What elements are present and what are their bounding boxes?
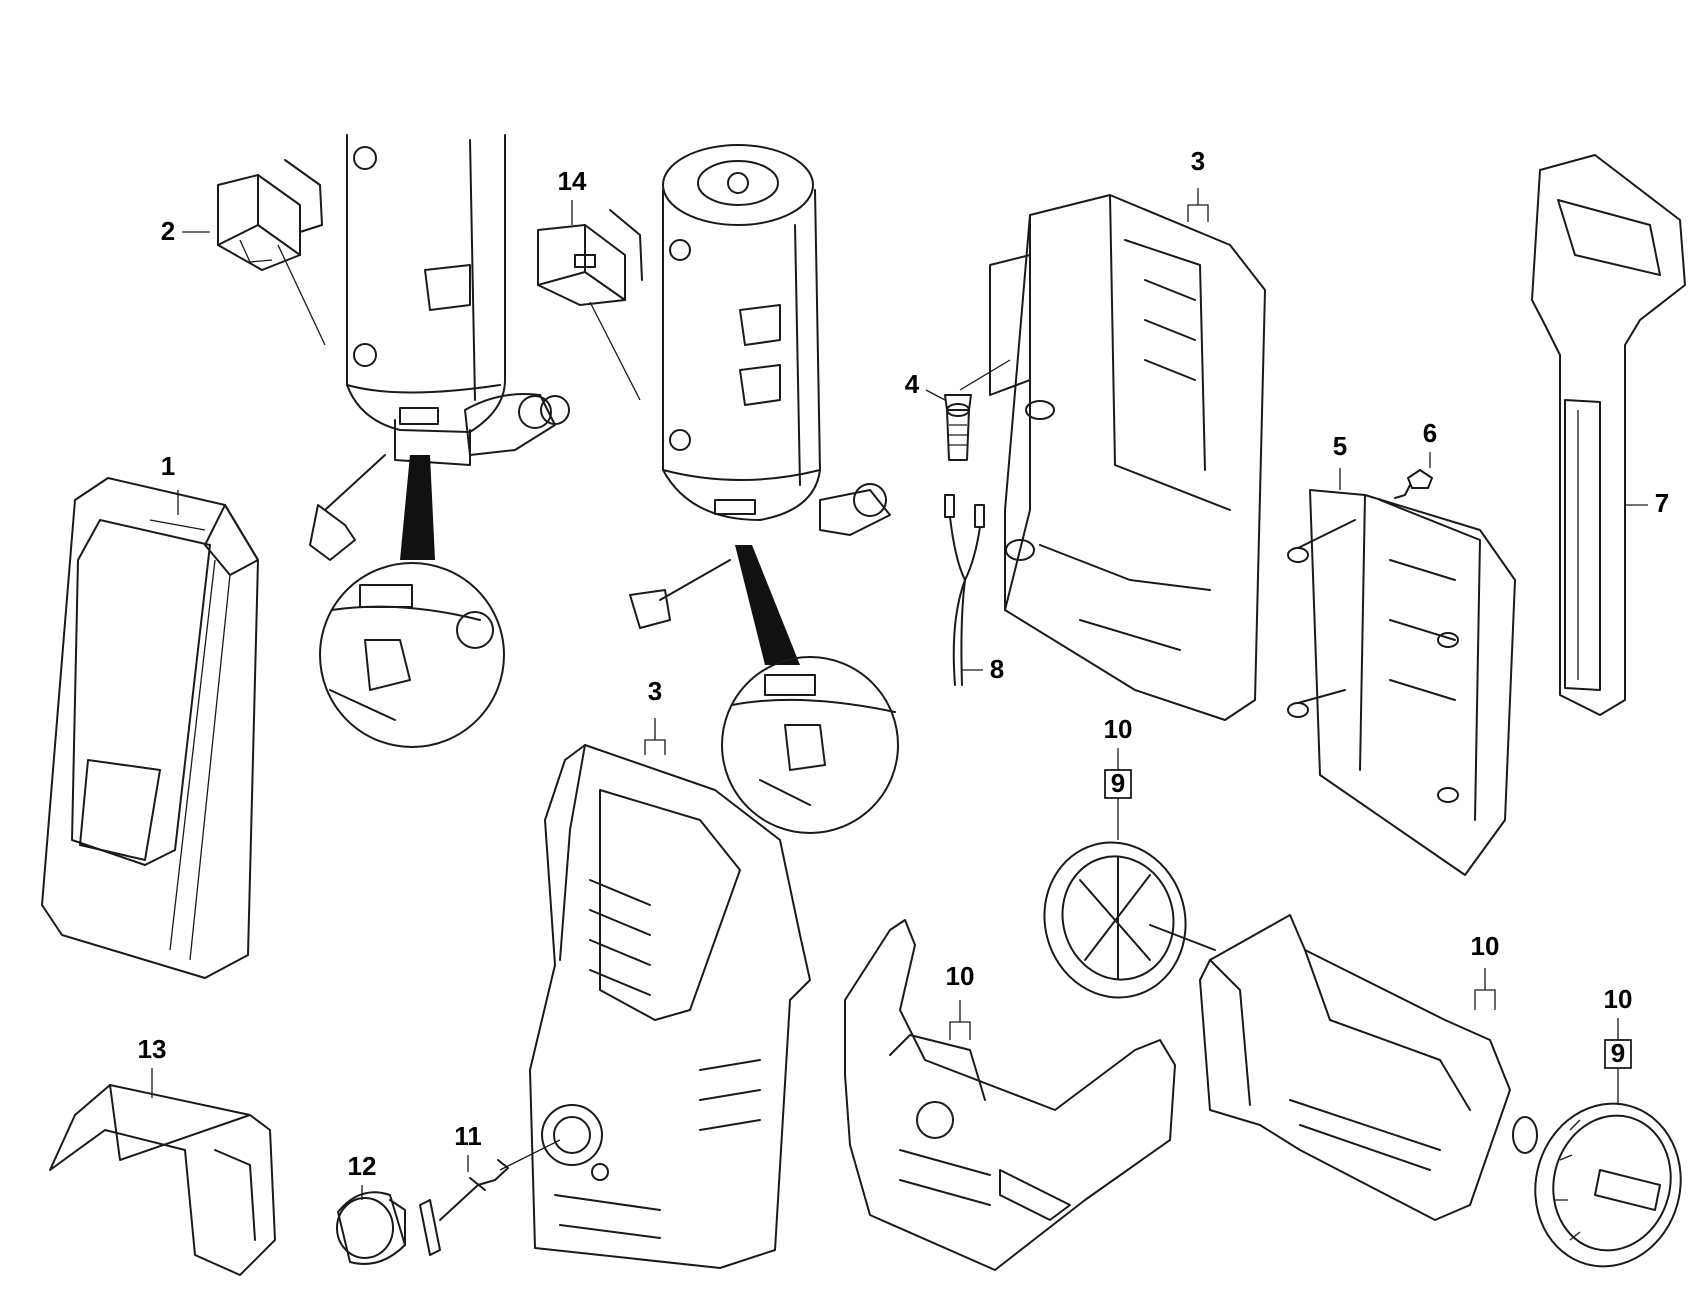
part-12-knob xyxy=(336,1191,406,1265)
callout-3-top: 3 xyxy=(1187,146,1209,222)
part-4-connector xyxy=(944,394,972,461)
detail-circle-left xyxy=(319,455,505,748)
svg-text:6: 6 xyxy=(1423,418,1437,448)
svg-text:8: 8 xyxy=(990,654,1004,684)
callout-1: 1 xyxy=(161,451,179,515)
callout-2: 2 xyxy=(161,216,326,346)
svg-text:5: 5 xyxy=(1333,431,1347,461)
svg-text:9: 9 xyxy=(1611,1038,1625,1068)
callout-8: 8 xyxy=(962,654,1004,684)
callout-10-9-upper: 10 9 xyxy=(1104,714,1133,840)
callout-7: 7 xyxy=(1625,488,1669,518)
svg-text:10: 10 xyxy=(1471,931,1500,961)
svg-text:7: 7 xyxy=(1655,488,1669,518)
callout-6: 6 xyxy=(1423,418,1437,468)
callout-11: 11 xyxy=(454,1121,561,1172)
svg-text:9: 9 xyxy=(1111,768,1125,798)
svg-text:11: 11 xyxy=(454,1121,482,1151)
callout-5: 5 xyxy=(1333,431,1347,490)
part-3-rear-housing xyxy=(989,194,1266,721)
part-2-switch xyxy=(217,159,323,271)
svg-text:2: 2 xyxy=(161,216,175,246)
motor-pump-assembly-right xyxy=(629,144,891,629)
part-10-wheel-upper xyxy=(1043,841,1216,999)
svg-text:3: 3 xyxy=(1191,146,1205,176)
svg-text:14: 14 xyxy=(558,166,587,196)
part-10-wheel-chassis xyxy=(1199,914,1538,1221)
part-7-handle xyxy=(1531,154,1686,716)
part-10-base-middle xyxy=(844,919,1176,1271)
part-14-switch xyxy=(537,209,643,306)
detail-circle-right xyxy=(721,545,899,834)
part-5-bracket xyxy=(1287,489,1516,876)
callout-10-chassis: 10 xyxy=(1471,931,1500,1010)
svg-text:3: 3 xyxy=(648,676,662,706)
part-6-screw xyxy=(1394,469,1433,499)
callout-4: 4 xyxy=(905,359,1011,401)
part-11-lever xyxy=(419,1159,509,1256)
part-1-front-cover xyxy=(41,477,259,979)
svg-text:10: 10 xyxy=(1104,714,1133,744)
callout-14: 14 xyxy=(558,166,641,401)
callout-13: 13 xyxy=(138,1034,167,1098)
part-10-wheel-lower xyxy=(1534,1102,1682,1268)
svg-text:12: 12 xyxy=(348,1151,377,1181)
svg-text:10: 10 xyxy=(946,961,975,991)
part-13-hose-guide xyxy=(49,1084,276,1276)
part-3-front-housing xyxy=(529,744,811,1269)
motor-pump-assembly-left xyxy=(309,134,570,561)
svg-text:1: 1 xyxy=(161,451,175,481)
callout-10-middle: 10 xyxy=(946,961,975,1040)
svg-text:13: 13 xyxy=(138,1034,167,1064)
callout-3-bottom: 3 xyxy=(644,676,666,755)
part-8-cable xyxy=(944,494,985,686)
svg-text:4: 4 xyxy=(905,369,920,399)
callout-10-9-lower: 10 9 xyxy=(1604,984,1633,1105)
svg-text:10: 10 xyxy=(1604,984,1633,1014)
callout-12: 12 xyxy=(348,1151,377,1200)
